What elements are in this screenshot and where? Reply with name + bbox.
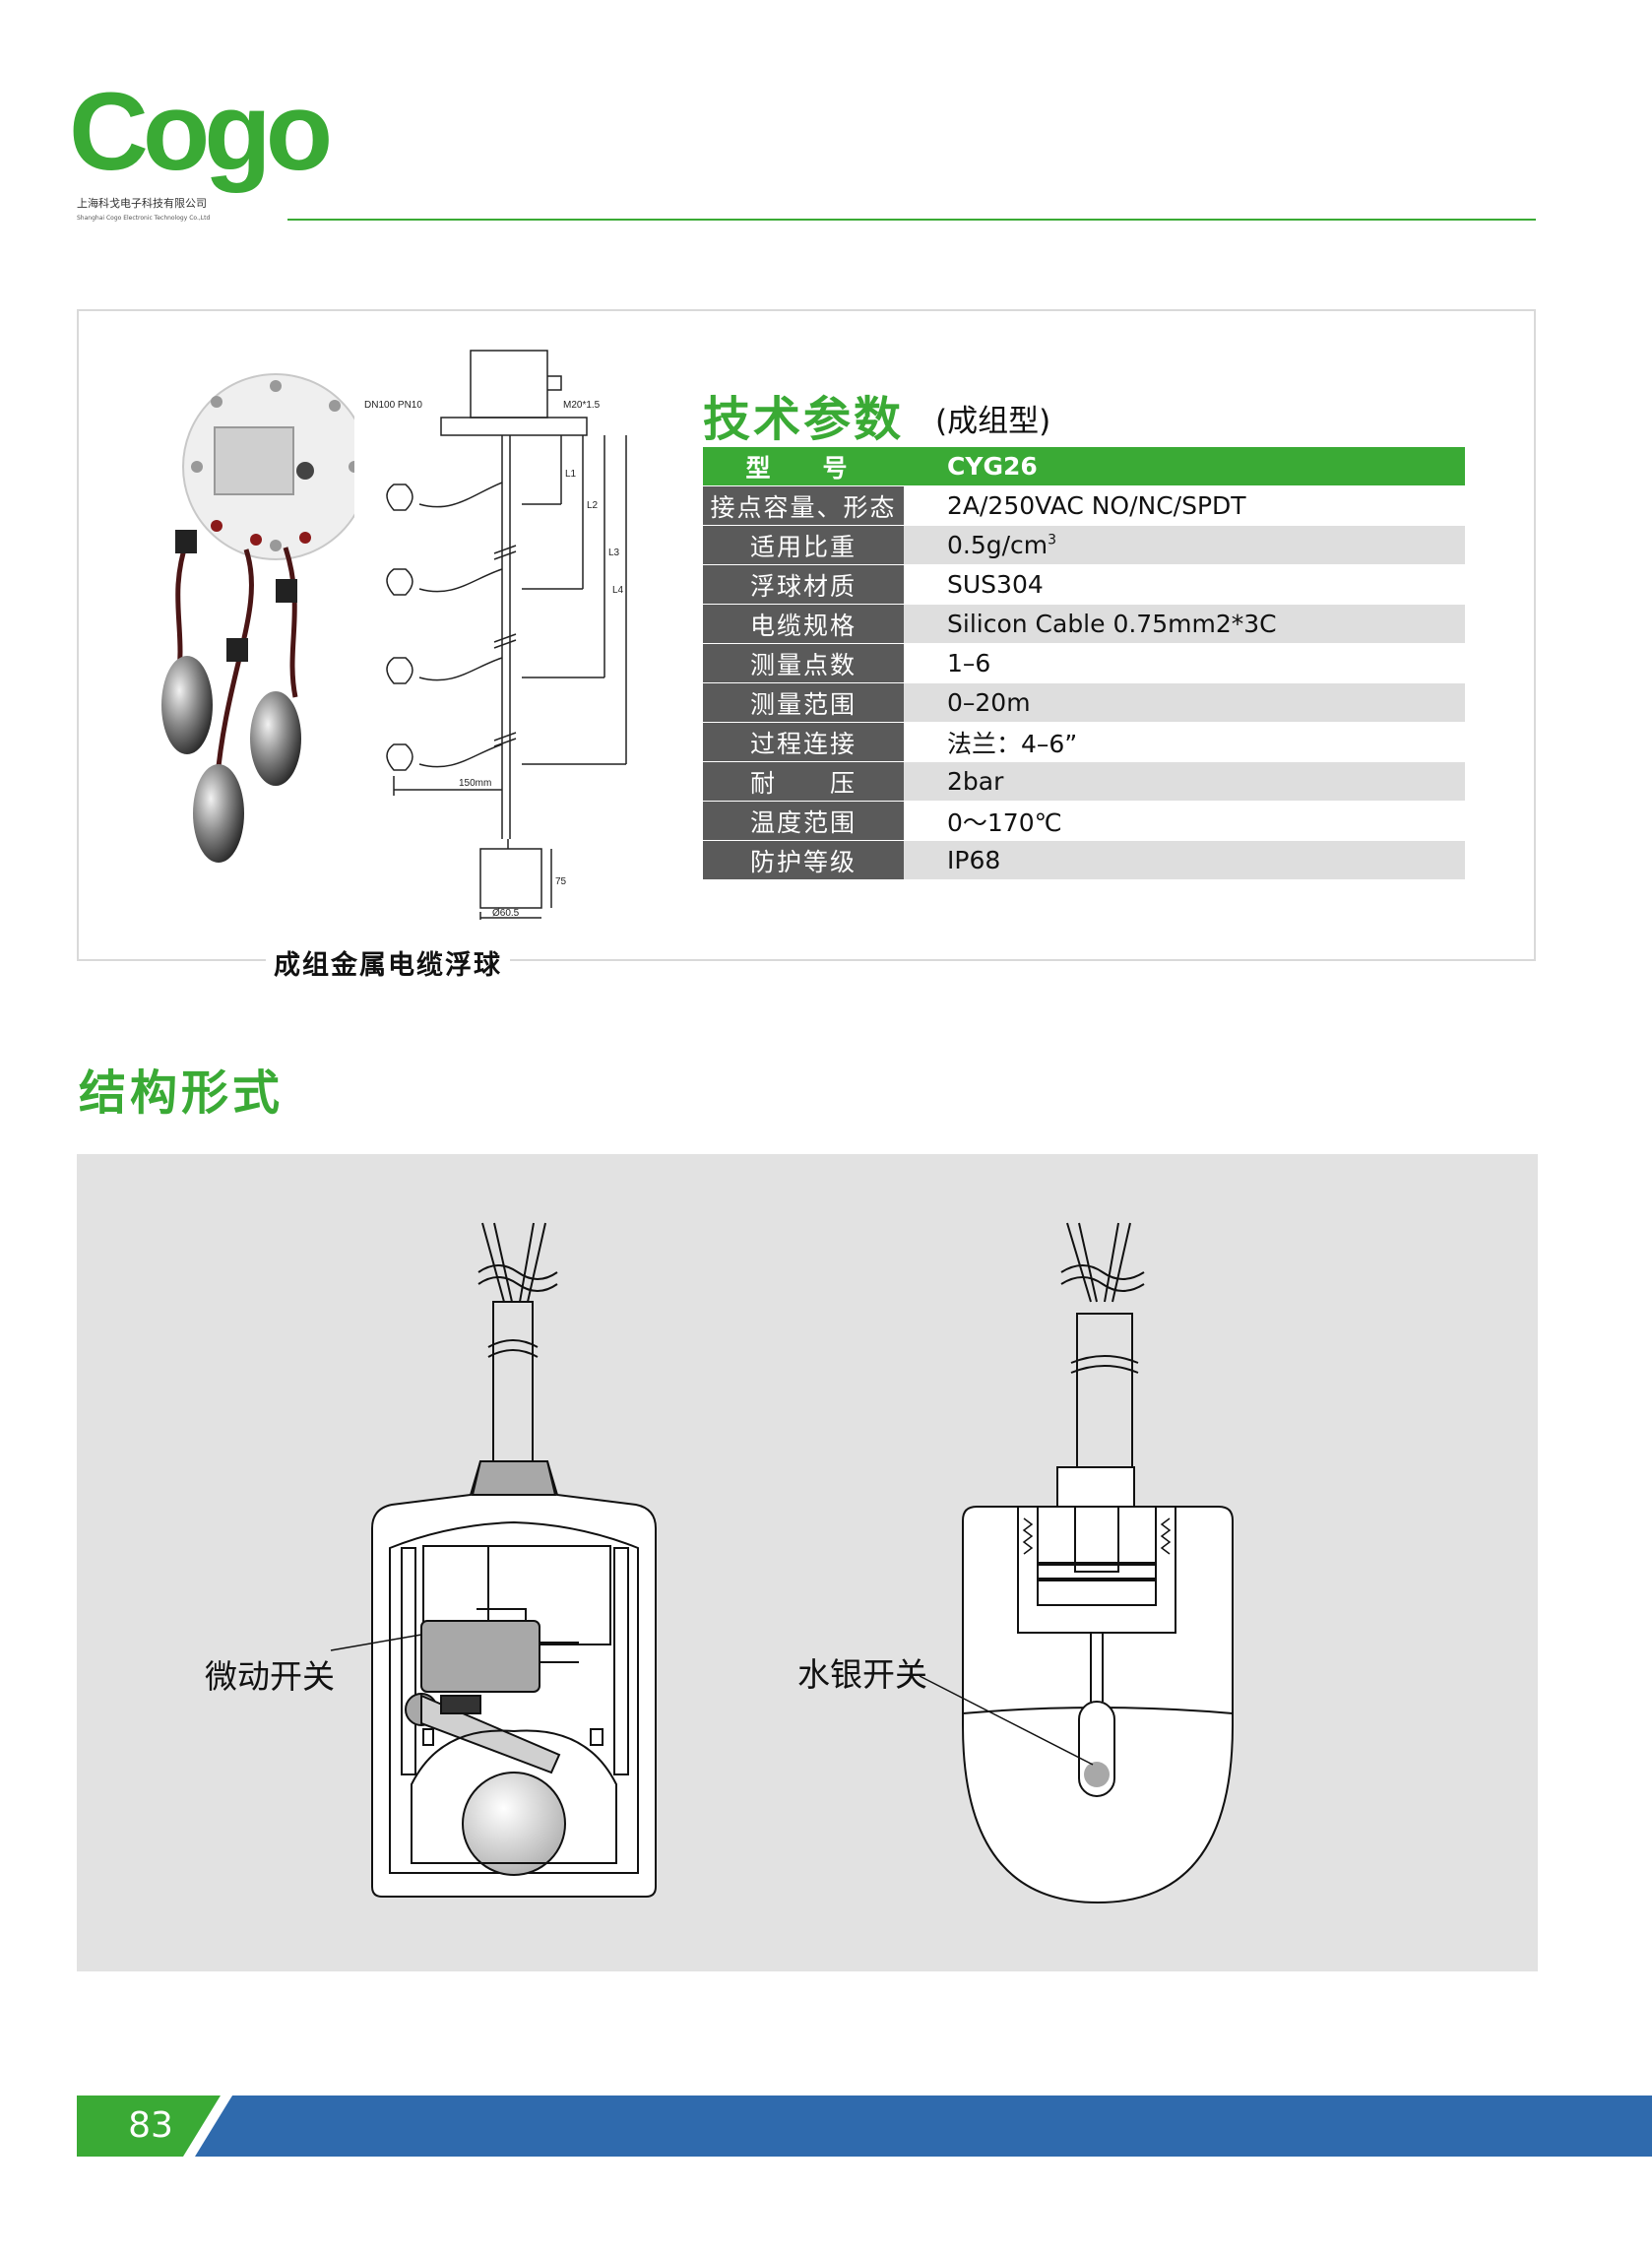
mercury-switch-diagram <box>919 1222 1234 1904</box>
spec-label: 过程连接 <box>703 723 904 762</box>
spec-row: 接点容量、形态 2A/250VAC NO/NC/SPDT <box>703 486 1465 526</box>
logo-wordmark: Cogo <box>69 79 330 193</box>
spec-row: 防护等级 IP68 <box>703 841 1465 880</box>
spec-value: 0–20m <box>904 683 1465 723</box>
spec-label: 浮球材质 <box>703 565 904 605</box>
structure-panel <box>77 1154 1538 1971</box>
specs-title: 技术参数 <box>703 392 905 447</box>
height-label: 75 <box>555 876 567 887</box>
spec-value-text: 0～170℃ <box>947 807 1062 837</box>
spec-label: 耐 压 <box>703 762 904 802</box>
structure-title: 结构形式 <box>79 1065 285 1121</box>
spec-value: 0～170℃ <box>904 802 1465 841</box>
spec-value-text: 1–6 <box>947 649 991 677</box>
spec-label: 电缆规格 <box>703 605 904 644</box>
spec-label: 防护等级 <box>703 841 904 880</box>
spec-row: 电缆规格 Silicon Cable 0.75mm2*3C <box>703 605 1465 644</box>
spec-value: 2A/250VAC NO/NC/SPDT <box>904 486 1465 526</box>
spec-label: 温度范围 <box>703 802 904 841</box>
spec-label: 型 号 <box>703 447 904 486</box>
spec-value-text: 法兰：4–6” <box>947 729 1078 758</box>
spec-row: 型 号 CYG26 <box>703 447 1465 486</box>
spec-value: CYG26 <box>904 447 1465 486</box>
spec-row: 测量点数 1–6 <box>703 644 1465 683</box>
flange-label: DN100 PN10 <box>364 400 422 411</box>
l2-label: L2 <box>587 500 599 511</box>
diameter-label: Ø60.5 <box>492 908 520 919</box>
spec-value: 1–6 <box>904 644 1465 683</box>
company-name-cn: 上海科戈电子科技有限公司 <box>77 196 207 210</box>
footer-blue-bar <box>189 2096 1652 2157</box>
dimension-drawing: DN100 PN10 M20*1.5 L1 L2 L3 L4 150mm 75 … <box>364 350 627 920</box>
spec-value: 2bar <box>904 762 1465 802</box>
spec-value: SUS304 <box>904 565 1465 605</box>
l4-label: L4 <box>612 585 624 596</box>
product-caption: 成组金属电缆浮球 <box>266 943 510 982</box>
mercury-switch-label: 水银开关 <box>797 1655 927 1694</box>
spec-value-text: 2bar <box>947 767 1004 796</box>
specs-subtitle: (成组型) <box>935 404 1051 439</box>
spec-value-text: Silicon Cable 0.75mm2*3C <box>947 610 1277 638</box>
spec-label: 适用比重 <box>703 526 904 565</box>
micro-switch-diagram <box>330 1222 657 1898</box>
thread-label: M20*1.5 <box>563 400 601 411</box>
structure-diagrams <box>330 1222 1234 1904</box>
spec-value: IP68 <box>904 841 1465 880</box>
spec-value: 0.5g/cm3 <box>904 526 1465 565</box>
spacing-label: 150mm <box>459 778 491 789</box>
spec-value-text: SUS304 <box>947 570 1044 599</box>
spec-row: 过程连接 法兰：4–6” <box>703 723 1465 762</box>
company-name-en: Shanghai Cogo Electronic Technology Co.,… <box>77 215 210 222</box>
micro-switch-label: 微动开关 <box>205 1657 335 1696</box>
company-logo: Cogo 上海科戈电子科技有限公司 Shanghai Cogo Electron… <box>69 79 336 222</box>
spec-value-text: IP68 <box>947 846 1001 874</box>
spec-label: 接点容量、形态 <box>703 486 904 526</box>
spec-row: 温度范围 0～170℃ <box>703 802 1465 841</box>
spec-value-text: 0.5g/cm <box>947 531 1048 559</box>
spec-value-superscript: 3 <box>1048 532 1057 548</box>
spec-label: 测量范围 <box>703 683 904 723</box>
header-divider <box>287 219 1536 221</box>
page-number: 83 <box>128 2105 173 2146</box>
spec-value: 法兰：4–6” <box>904 723 1465 762</box>
spec-value-text: 2A/250VAC NO/NC/SPDT <box>947 491 1246 520</box>
l1-label: L1 <box>565 469 577 480</box>
spec-label: 测量点数 <box>703 644 904 683</box>
spec-value-text: 0–20m <box>947 688 1031 717</box>
spec-row: 测量范围 0–20m <box>703 683 1465 723</box>
product-photo <box>161 373 354 863</box>
spec-value-text: CYG26 <box>947 452 1038 481</box>
spec-row: 浮球材质 SUS304 <box>703 565 1465 605</box>
spec-row: 耐 压 2bar <box>703 762 1465 802</box>
spec-value: Silicon Cable 0.75mm2*3C <box>904 605 1465 644</box>
l3-label: L3 <box>608 548 620 558</box>
